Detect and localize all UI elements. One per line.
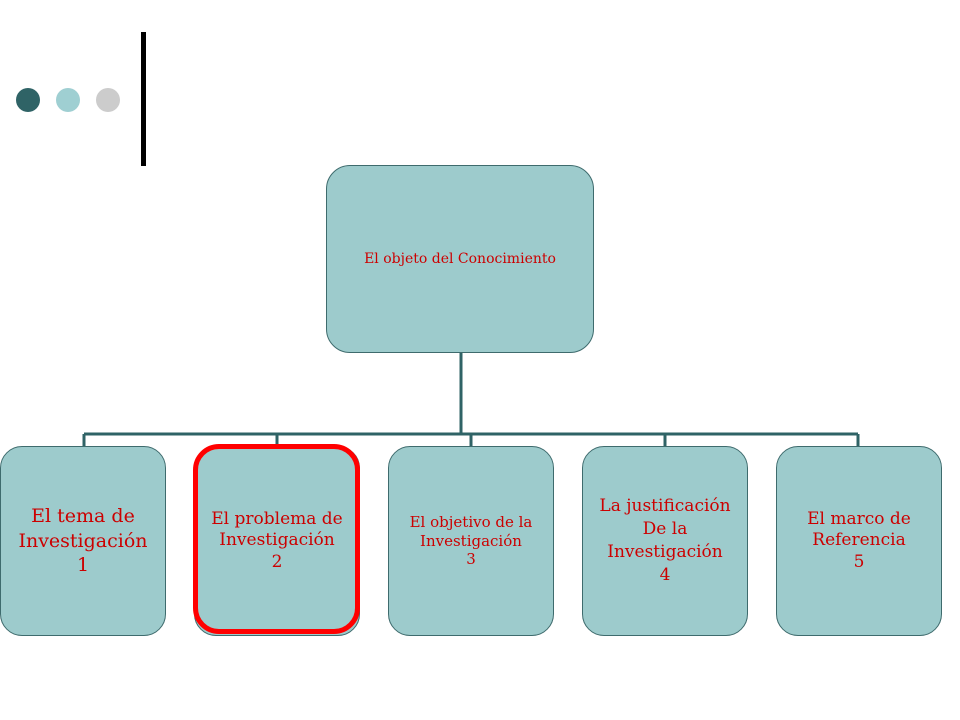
decor-dot-light	[56, 88, 80, 112]
child-node-4: La justificación De la Investigación 4	[582, 446, 748, 636]
child-node-5: El marco de Referencia 5	[776, 446, 942, 636]
decor-vertical-bar	[141, 32, 146, 166]
child-node-2-label: El problema de Investigación 2	[211, 509, 343, 572]
decor-dot-gray	[96, 88, 120, 112]
root-node-label: El objeto del Conocimiento	[364, 251, 556, 267]
child-node-3-label: El objetivo de la Investigación 3	[409, 512, 533, 569]
child-node-1-label: El tema de Investigación 1	[18, 504, 148, 577]
child-node-1: El tema de Investigación 1	[0, 446, 166, 636]
child-node-4-label: La justificación De la Investigación 4	[599, 496, 731, 585]
child-node-2: El problema de Investigación 2	[194, 446, 360, 636]
root-node: El objeto del Conocimiento	[326, 165, 594, 353]
decor-dot-dark	[16, 88, 40, 112]
child-node-3: El objetivo de la Investigación 3	[388, 446, 554, 636]
child-node-5-label: El marco de Referencia 5	[807, 509, 911, 572]
